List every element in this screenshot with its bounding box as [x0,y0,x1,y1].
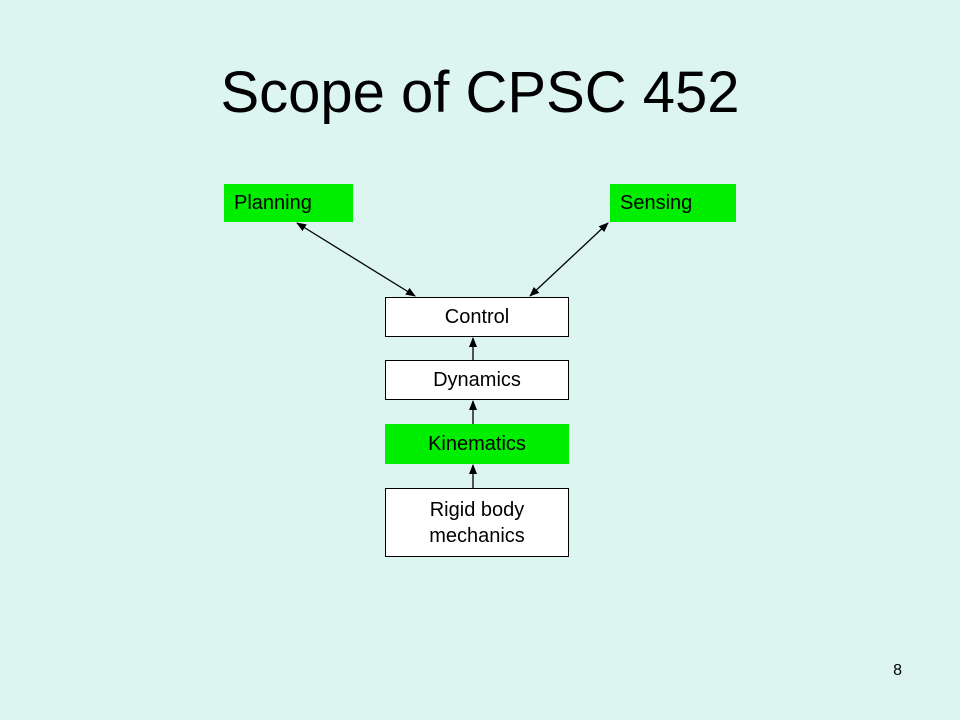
kinematics-node: Kinematics [385,424,569,464]
planning-label: Planning [234,192,312,214]
sensing-label: Sensing [620,192,693,214]
edge-control-planning [296,222,416,297]
control-label: Control [444,306,510,328]
kinematics-label: Kinematics [428,433,526,455]
slide-title: Scope of CPSC 452 [220,60,740,125]
rigid-body-mechanics-label: Rigid body mechanics [429,498,525,547]
edge-control-sensing [529,222,609,297]
dynamics-node: Dynamics [385,360,569,400]
planning-node: Planning [224,184,353,222]
control-node: Control [385,297,569,337]
rigid-body-mechanics-node: Rigid body mechanics [385,488,569,557]
page-number: 8 [893,662,902,679]
sensing-node: Sensing [610,184,736,222]
dynamics-label: Dynamics [433,369,521,391]
